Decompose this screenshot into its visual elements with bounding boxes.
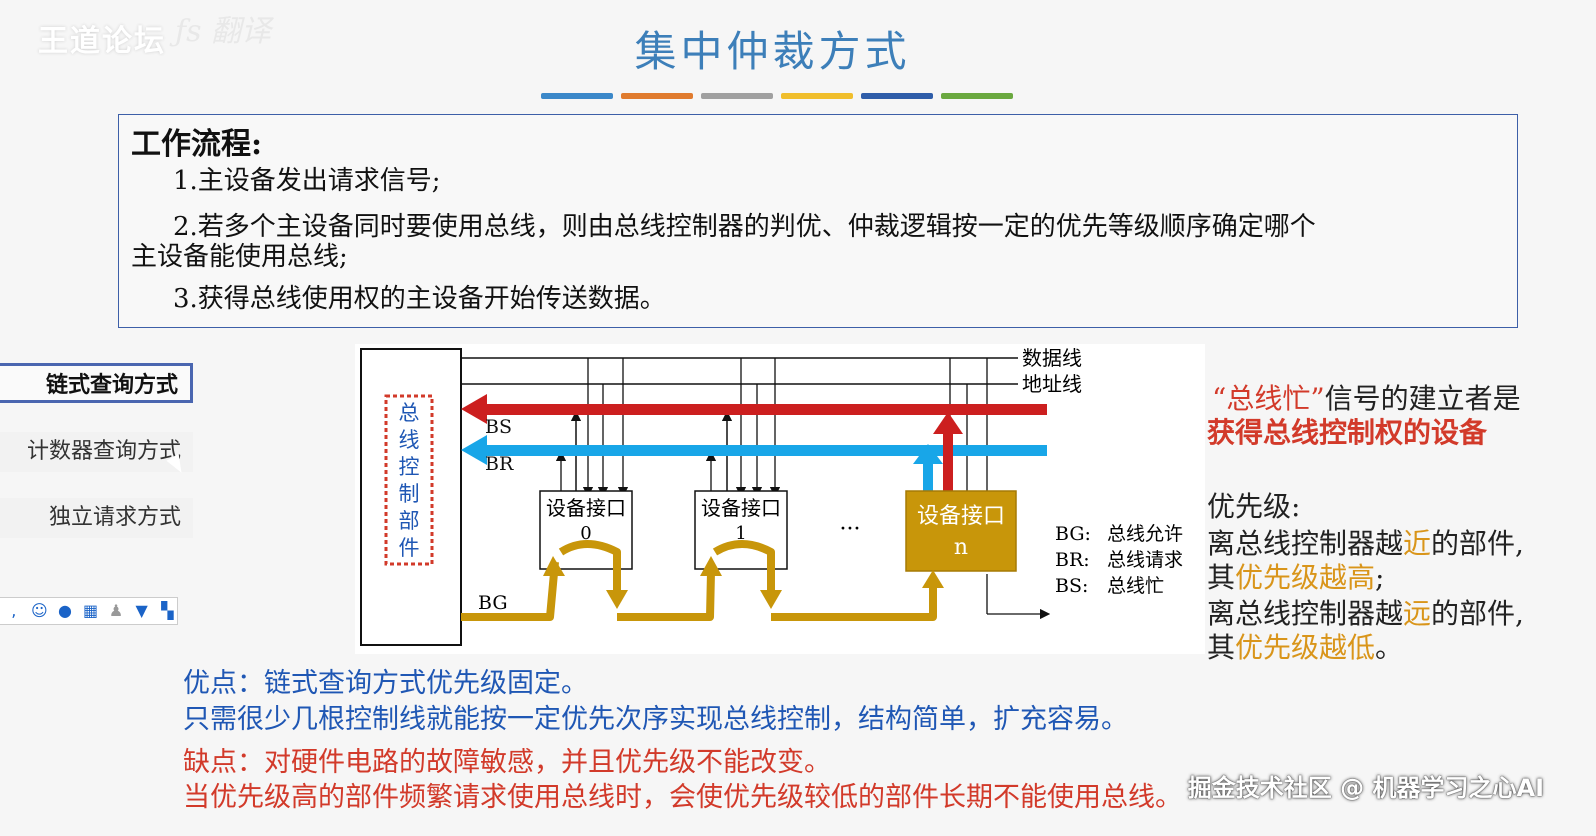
bus-busy-quote: “总线忙” (1212, 382, 1325, 415)
priority-text: 的部件, (1431, 527, 1524, 560)
sidebar-item-independent-request[interactable]: 独立请求方式 (0, 498, 193, 538)
data-line-label: 数据线 (1022, 346, 1082, 370)
slide-title: 集中仲裁方式 (634, 27, 911, 76)
brand-watermark: 王道论坛 (38, 24, 166, 59)
pros-line-2: 只需很少几根控制线就能按一定优先次序实现总线控制，结构简单，扩充容易。 (183, 704, 1128, 735)
br-label: BR (485, 453, 514, 475)
pros-line-1: 优点：链式查询方式优先级固定。 (183, 668, 588, 699)
sidebar-item-chain-query[interactable]: 链式查询方式 (0, 363, 193, 403)
legend-bs-key: BS: (1055, 575, 1088, 597)
input-toolbar: , ☺ ● ▦ ♟ ▼ ▚ (0, 597, 178, 625)
bg-label: BG (478, 592, 508, 614)
bg-chain-segment (461, 561, 559, 621)
shirt-icon[interactable]: ▼ (135, 601, 148, 620)
bs-label: BS (485, 416, 512, 438)
smiley-icon[interactable]: ☺ (31, 601, 48, 620)
cons-line-2: 当优先级高的部件频繁请求使用总线时，会使优先级较低的部件长期不能使用总线。 (183, 782, 1182, 813)
deviceN-bs-arrow (933, 412, 963, 434)
bg-chain-loop1 (712, 540, 775, 599)
device-ellipsis: ··· (840, 517, 861, 542)
comma-icon[interactable]: , (11, 601, 17, 620)
priority-text: 其 (1207, 561, 1236, 594)
color-bar (621, 93, 693, 99)
priority-line-4: 其优先级越低。 (1207, 631, 1403, 665)
legend-bg-key: BG: (1055, 523, 1091, 545)
color-bar (941, 93, 1013, 99)
color-bar (701, 93, 773, 99)
address-line-label: 地址线 (1022, 372, 1082, 396)
workflow-box: 工作流程: 1.主设备发出请求信号; 2.若多个主设备同时要使用总线，则由总线控… (118, 114, 1518, 328)
bg-arrow-down0 (606, 590, 628, 609)
workflow-heading: 工作流程: (131, 127, 263, 162)
grid-icon[interactable]: ▚ (161, 601, 174, 620)
workflow-step-2a: 2.若多个主设备同时要使用总线，则由总线控制器的判优、仲裁逻辑按一定的优先等级顺… (173, 212, 1316, 242)
bs-arrow-head (461, 394, 487, 424)
color-bar (541, 93, 613, 99)
bg-arrow-up0 (543, 556, 565, 576)
bus-busy-note-line2: 获得总线控制权的设备 (1207, 416, 1488, 449)
bg-chain-segment (771, 580, 937, 621)
device1-index: 1 (735, 523, 746, 544)
controller-char: 总 (399, 401, 420, 425)
priority-far: 远 (1403, 597, 1432, 630)
controller-label-frame (384, 394, 434, 566)
controller-char: 线 (399, 428, 420, 452)
credit-watermark: 掘金技术社区 @ 机器学习之心AI (1187, 774, 1544, 802)
device1-label: 设备接口 (701, 496, 781, 520)
device0-index: 0 (580, 523, 591, 544)
priority-text: 的部件, (1431, 597, 1524, 630)
title-color-bars (541, 93, 1013, 99)
bus-busy-note-line1: “总线忙”信号的建立者是 (1212, 382, 1521, 416)
bus-controller-box (360, 348, 462, 646)
deviceN-label: 设备接口 (917, 504, 1005, 529)
priority-text: 离总线控制器越 (1207, 527, 1404, 560)
br-bus-line (481, 445, 1047, 456)
bg-arrow-up1 (700, 556, 722, 576)
bg-chain-segment (617, 571, 715, 621)
sidebar-item-counter-query[interactable]: 计数器查询方式 (0, 432, 193, 472)
priority-line-3: 离总线控制器越远的部件, (1207, 597, 1524, 631)
legend-bg-val: 总线允许 (1107, 523, 1183, 545)
deviceN-br-bar (923, 454, 933, 491)
color-bar (861, 93, 933, 99)
priority-lower: 优先级越低 (1235, 631, 1376, 664)
device-interface-n (905, 490, 1017, 572)
bg-chain-loop0 (558, 540, 621, 599)
bg-arrow-down1 (760, 590, 782, 609)
priority-line-1: 离总线控制器越近的部件, (1207, 527, 1524, 561)
workflow-step-1: 1.主设备发出请求信号; (173, 166, 441, 196)
controller-char: 控 (399, 455, 420, 479)
keyboard-icon[interactable]: ▦ (82, 601, 99, 620)
priority-text: ; (1375, 561, 1385, 594)
microphone-icon[interactable]: ● (57, 601, 72, 620)
deviceN-bs-bar (943, 422, 953, 492)
priority-near: 近 (1403, 527, 1432, 560)
device0-label: 设备接口 (546, 496, 626, 520)
scribble-watermark: ƒs 翻译 (175, 14, 272, 49)
cons-line-1: 缺点：对硬件电路的故障敏感，并且优先级不能改变。 (183, 747, 831, 778)
color-bar (781, 93, 853, 99)
controller-char: 部 (399, 509, 420, 533)
priority-line-2: 其优先级越高; (1207, 561, 1384, 595)
legend-bs-val: 总线忙 (1107, 575, 1164, 597)
bg-arrow-upN (922, 570, 944, 588)
legend-br-key: BR: (1055, 549, 1090, 571)
priority-text: 离总线控制器越 (1207, 597, 1404, 630)
workflow-step-2b: 主设备能使用总线; (131, 242, 348, 272)
br-arrow-head (461, 435, 487, 465)
priority-heading: 优先级: (1207, 490, 1301, 523)
bs-bus-line (481, 404, 1047, 415)
bus-busy-rest: 信号的建立者是 (1324, 382, 1521, 415)
legend-br-val: 总线请求 (1107, 549, 1183, 571)
workflow-step-3: 3.获得总线使用权的主设备开始传送数据。 (173, 284, 666, 314)
priority-higher: 优先级越高 (1235, 561, 1376, 594)
deviceN-br-arrow (913, 444, 943, 464)
priority-text: 。 (1375, 631, 1404, 664)
priority-text: 其 (1207, 631, 1236, 664)
user-icon[interactable]: ♟ (108, 601, 124, 620)
controller-char: 制 (399, 482, 420, 506)
controller-char: 件 (399, 536, 420, 560)
chain-query-diagram: 总 线 控 制 部 件 数据线 地址线 BS BR (355, 344, 1205, 654)
deviceN-index: n (954, 535, 968, 560)
